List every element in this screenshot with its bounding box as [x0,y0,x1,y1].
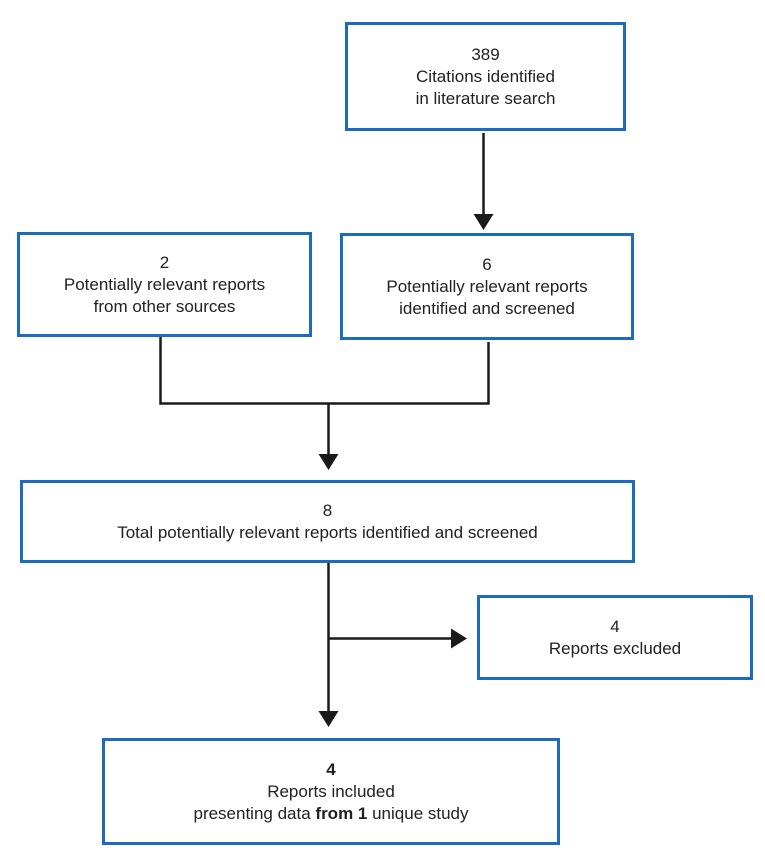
arrow-total-to-included [318,563,339,727]
screened-label-line1: Potentially relevant reports [386,276,588,296]
included-count: 4 [326,759,336,779]
flow-box-other-sources: 2 Potentially relevant reports from othe… [17,232,312,337]
flow-box-total-screened: 8 Total potentially relevant reports ide… [20,480,635,563]
other-sources-count: 2 [159,252,170,272]
included-label-line1: Reports included [267,781,395,801]
total-count: 8 [322,500,333,520]
arrow-citations-to-screened [473,133,494,230]
screened-count: 6 [482,254,492,274]
other-sources-label-line1: Potentially relevant reports [63,274,266,294]
excluded-count: 4 [610,616,620,636]
citations-count: 389 [471,44,500,64]
flow-box-reports-excluded: 4 Reports excluded [477,595,753,680]
citations-label-line2: in literature search [415,88,556,108]
excluded-label-line1: Reports excluded [548,638,682,658]
other-sources-label-line2: from other sources [93,296,236,316]
screened-label-line2: identified and screened [399,298,575,318]
flow-box-identified-screened: 6 Potentially relevant reports identifie… [340,233,634,340]
arrow-total-to-excluded [328,628,467,649]
arrow-merge-to-total [318,403,339,470]
included-line2-prefix: presenting data [193,803,316,823]
connector-merge-branches [159,337,490,405]
included-line2-suffix: unique study [367,803,469,823]
included-line2-bold: from 1 [315,803,368,823]
flow-box-reports-included: 4 Reports included presenting data from … [102,738,560,845]
flow-box-citations-identified: 389 Citations identified in literature s… [345,22,626,131]
included-label-line2: presenting data from 1 unique study [193,803,468,825]
citations-label-line1: Citations identified [416,66,555,86]
total-label-line1: Total potentially relevant reports ident… [117,522,538,542]
